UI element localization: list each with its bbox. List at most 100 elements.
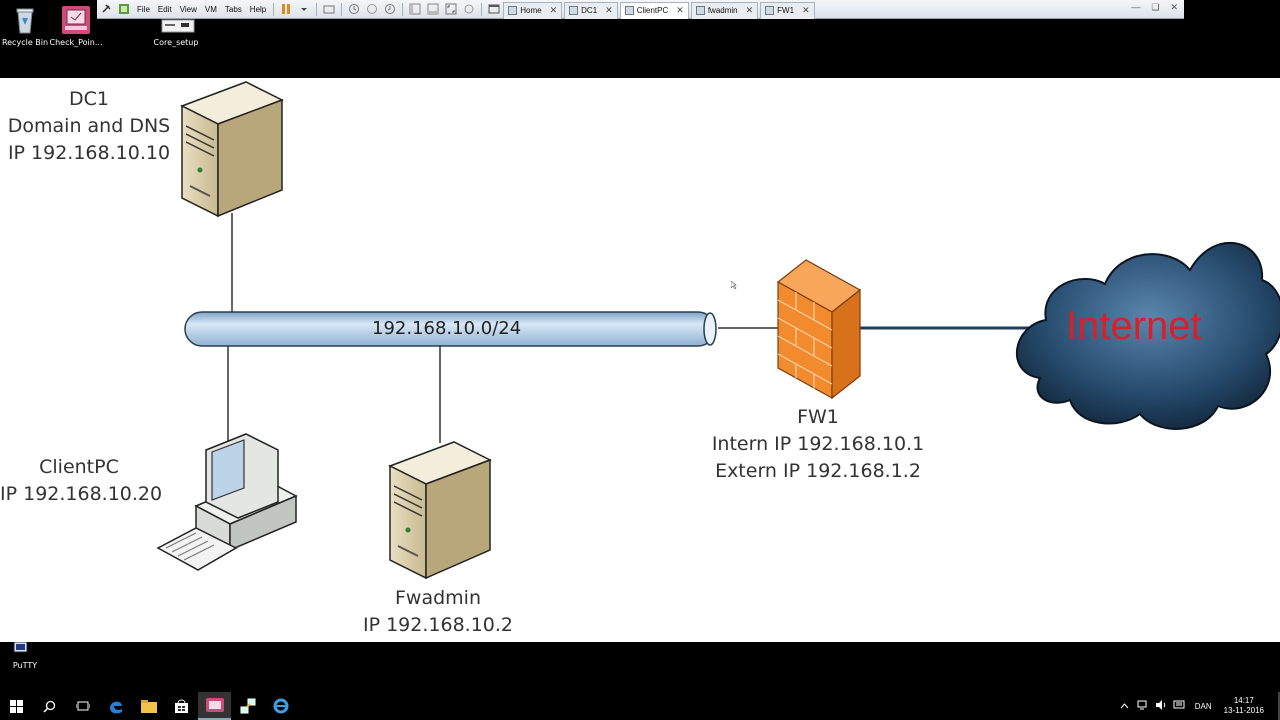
close-icon[interactable]: ✕ bbox=[802, 5, 810, 15]
tab-dc1[interactable]: DC1 ✕ bbox=[564, 1, 618, 19]
tab-label: fwadmin bbox=[707, 6, 738, 15]
tab-label: Home bbox=[520, 6, 542, 15]
fwadmin-ip: IP 192.168.10.2 bbox=[362, 614, 513, 636]
search-icon[interactable] bbox=[33, 692, 66, 720]
snapshot-icon[interactable] bbox=[348, 3, 360, 15]
tab-label: FW1 bbox=[777, 6, 795, 15]
tab-clientpc[interactable]: ClientPC ✕ bbox=[619, 1, 689, 19]
vm-icon bbox=[695, 6, 705, 15]
toolbar-separator bbox=[273, 2, 275, 16]
toolbar-separator bbox=[316, 2, 318, 16]
menu-view[interactable]: View bbox=[179, 4, 197, 14]
tab-label: ClientPC bbox=[636, 6, 669, 15]
clock-time: 14:17 bbox=[1233, 696, 1254, 705]
close-window-icon[interactable]: ✕ bbox=[1170, 2, 1178, 12]
clientpc-caption: ClientPC IP 192.168.10.20 bbox=[0, 454, 163, 508]
menu-tabs[interactable]: Tabs bbox=[224, 4, 242, 14]
vmware-logo-icon bbox=[118, 3, 130, 15]
core-setup-icon bbox=[161, 5, 195, 35]
clientpc-computer-icon bbox=[156, 433, 298, 571]
dc1-server-icon bbox=[180, 81, 284, 218]
snapshot-manager-icon[interactable] bbox=[384, 3, 396, 15]
vmware-icon[interactable] bbox=[198, 692, 231, 720]
edge-icon[interactable] bbox=[99, 692, 132, 720]
vm-icon bbox=[765, 6, 775, 15]
dc1-name: DC1 bbox=[69, 88, 109, 110]
fw1-extern-ip: Extern IP 192.168.1.2 bbox=[715, 460, 921, 482]
minimize-icon[interactable]: — bbox=[1131, 2, 1141, 12]
fw1-intern-ip: Intern IP 192.168.10.1 bbox=[711, 433, 925, 455]
language-indicator[interactable]: DAN bbox=[1194, 701, 1212, 711]
menu-edit[interactable]: Edit bbox=[157, 4, 172, 14]
toolbar-separator bbox=[481, 2, 483, 16]
task-view-icon[interactable] bbox=[66, 692, 99, 720]
toolbar-separator bbox=[402, 2, 404, 16]
desktop-icon-label: PuTTY bbox=[12, 661, 38, 670]
pin-icon[interactable] bbox=[100, 3, 112, 15]
desktop-icon-recycle-bin[interactable]: Recycle Bin bbox=[0, 5, 55, 47]
recycle-bin-icon bbox=[10, 5, 40, 35]
fullscreen-icon[interactable] bbox=[445, 3, 457, 15]
network-segment-pipe bbox=[184, 311, 717, 347]
vm-display-network-diagram[interactable]: Internet 192.168.10.0/24 DC1 Domain and … bbox=[0, 78, 1280, 642]
menu-help[interactable]: Help bbox=[249, 4, 267, 14]
start-icon[interactable] bbox=[0, 692, 33, 720]
sidebar-toggle-icon[interactable] bbox=[409, 3, 421, 15]
volume-icon[interactable] bbox=[1155, 700, 1167, 712]
desktop-icon-checkpoint[interactable]: Check_Poin... bbox=[46, 5, 106, 47]
firewall-icon bbox=[776, 259, 862, 400]
thumbnail-bar-icon[interactable] bbox=[427, 3, 439, 15]
tab-fw1[interactable]: FW1 ✕ bbox=[760, 1, 815, 19]
ie-icon[interactable] bbox=[264, 692, 297, 720]
vm-icon bbox=[624, 6, 634, 15]
network-segment-label: 192.168.10.0/24 bbox=[372, 318, 522, 339]
desktop-icon-label: Recycle Bin bbox=[1, 38, 49, 47]
pause-icon[interactable] bbox=[280, 3, 292, 15]
clock-date: 13-11-2016 bbox=[1223, 706, 1264, 715]
dc1-caption: DC1 Domain and DNS IP 192.168.10.10 bbox=[2, 86, 176, 167]
dc1-ip: IP 192.168.10.10 bbox=[7, 142, 171, 164]
show-desktop-button[interactable] bbox=[1278, 692, 1280, 720]
library-icon[interactable] bbox=[488, 3, 500, 15]
unity-icon[interactable] bbox=[463, 3, 475, 15]
vmware-toolbar: File Edit View VM Tabs Help Home ✕ DC1 ✕ bbox=[97, 0, 1184, 19]
restore-icon[interactable]: ❏ bbox=[1151, 2, 1160, 12]
menu-file[interactable]: File bbox=[137, 4, 150, 14]
store-icon[interactable] bbox=[165, 692, 198, 720]
diagram-canvas bbox=[156, 81, 1280, 580]
fwadmin-server-icon bbox=[388, 441, 492, 580]
close-icon[interactable]: ✕ bbox=[676, 5, 684, 15]
revert-snapshot-icon[interactable] bbox=[366, 3, 378, 15]
clientpc-ip: IP 192.168.10.20 bbox=[0, 483, 163, 505]
chevron-down-icon[interactable] bbox=[298, 3, 310, 15]
window-controls: — ❏ ✕ bbox=[1131, 2, 1178, 13]
network-status-icon[interactable] bbox=[1137, 700, 1149, 712]
fwadmin-name: Fwadmin bbox=[394, 587, 481, 609]
tab-home[interactable]: Home ✕ bbox=[503, 1, 563, 19]
desktop-icon-core-setup[interactable]: Core_setup bbox=[146, 5, 206, 47]
notification-icon[interactable] bbox=[1173, 700, 1185, 712]
desktop-icon-label: Core_setup bbox=[153, 38, 199, 47]
close-icon[interactable]: ✕ bbox=[745, 5, 754, 15]
desktop-icon-label: Check_Poin... bbox=[49, 38, 103, 47]
close-icon[interactable]: ✕ bbox=[605, 5, 613, 15]
tab-fwadmin[interactable]: fwadmin ✕ bbox=[690, 1, 759, 19]
dc1-role: Domain and DNS bbox=[7, 115, 171, 137]
vm-icon bbox=[569, 6, 579, 15]
fwadmin-caption: Fwadmin IP 192.168.10.2 bbox=[362, 585, 514, 639]
chevron-up-icon[interactable] bbox=[1120, 702, 1129, 711]
network-app-icon[interactable] bbox=[231, 692, 264, 720]
menu-vm[interactable]: VM bbox=[204, 4, 217, 14]
toolbar-separator bbox=[341, 2, 343, 16]
checkpoint-app-icon bbox=[61, 5, 91, 35]
fw1-name: FW1 bbox=[797, 406, 839, 428]
send-keys-icon[interactable] bbox=[323, 3, 335, 15]
clientpc-name: ClientPC bbox=[39, 456, 119, 478]
taskbar: DAN 14:17 13-11-2016 bbox=[0, 692, 1280, 720]
clock[interactable]: 14:17 13-11-2016 bbox=[1224, 696, 1264, 716]
internet-label: Internet bbox=[1066, 304, 1202, 348]
fw1-caption: FW1 Intern IP 192.168.10.1 Extern IP 192… bbox=[708, 404, 928, 485]
close-icon[interactable]: ✕ bbox=[549, 5, 558, 15]
file-explorer-icon[interactable] bbox=[132, 692, 165, 720]
